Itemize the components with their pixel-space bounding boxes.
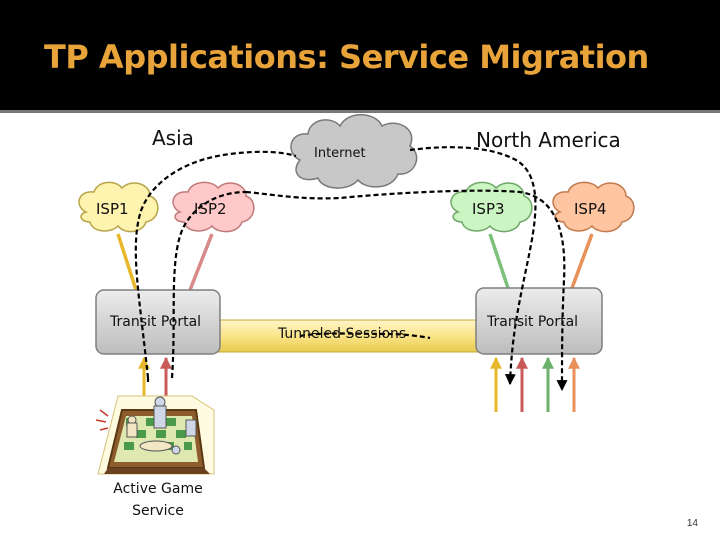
isp1-label: ISP1 xyxy=(96,200,129,218)
chess-game-icon xyxy=(95,395,215,475)
isp1-cloud xyxy=(78,181,159,233)
isp2-label: ISP2 xyxy=(194,200,227,218)
isp3-link xyxy=(488,233,510,289)
internet-cloud xyxy=(290,114,418,189)
isp1-link xyxy=(116,233,138,291)
isp4-label: ISP4 xyxy=(574,200,607,218)
isp3-label: ISP3 xyxy=(472,200,505,218)
internet-label: Internet xyxy=(314,146,366,161)
title-rule xyxy=(0,110,720,113)
title-bar xyxy=(0,0,720,112)
game-caption-line2: Service xyxy=(132,503,184,519)
isp3-cloud xyxy=(450,181,533,233)
isp4-link xyxy=(570,233,594,289)
slide-title: TP Applications: Service Migration xyxy=(44,38,649,76)
page-number: 14 xyxy=(686,518,698,529)
asia-label: Asia xyxy=(152,126,194,150)
tunnel-label: Tunneled Sessions xyxy=(278,326,407,342)
isp2-link xyxy=(188,233,214,291)
game-caption-line1: Active Game xyxy=(113,481,203,497)
transit-portal-left xyxy=(95,289,221,355)
game-caption: Active Game Service xyxy=(100,478,216,522)
transit-portal-right xyxy=(475,287,603,355)
isp4-cloud xyxy=(552,181,635,233)
migration-paths xyxy=(134,146,568,392)
north-america-label: North America xyxy=(476,128,621,152)
transit-portal-right-label: Transit Portal xyxy=(487,314,579,330)
transit-portal-left-label: Transit Portal xyxy=(110,314,202,330)
